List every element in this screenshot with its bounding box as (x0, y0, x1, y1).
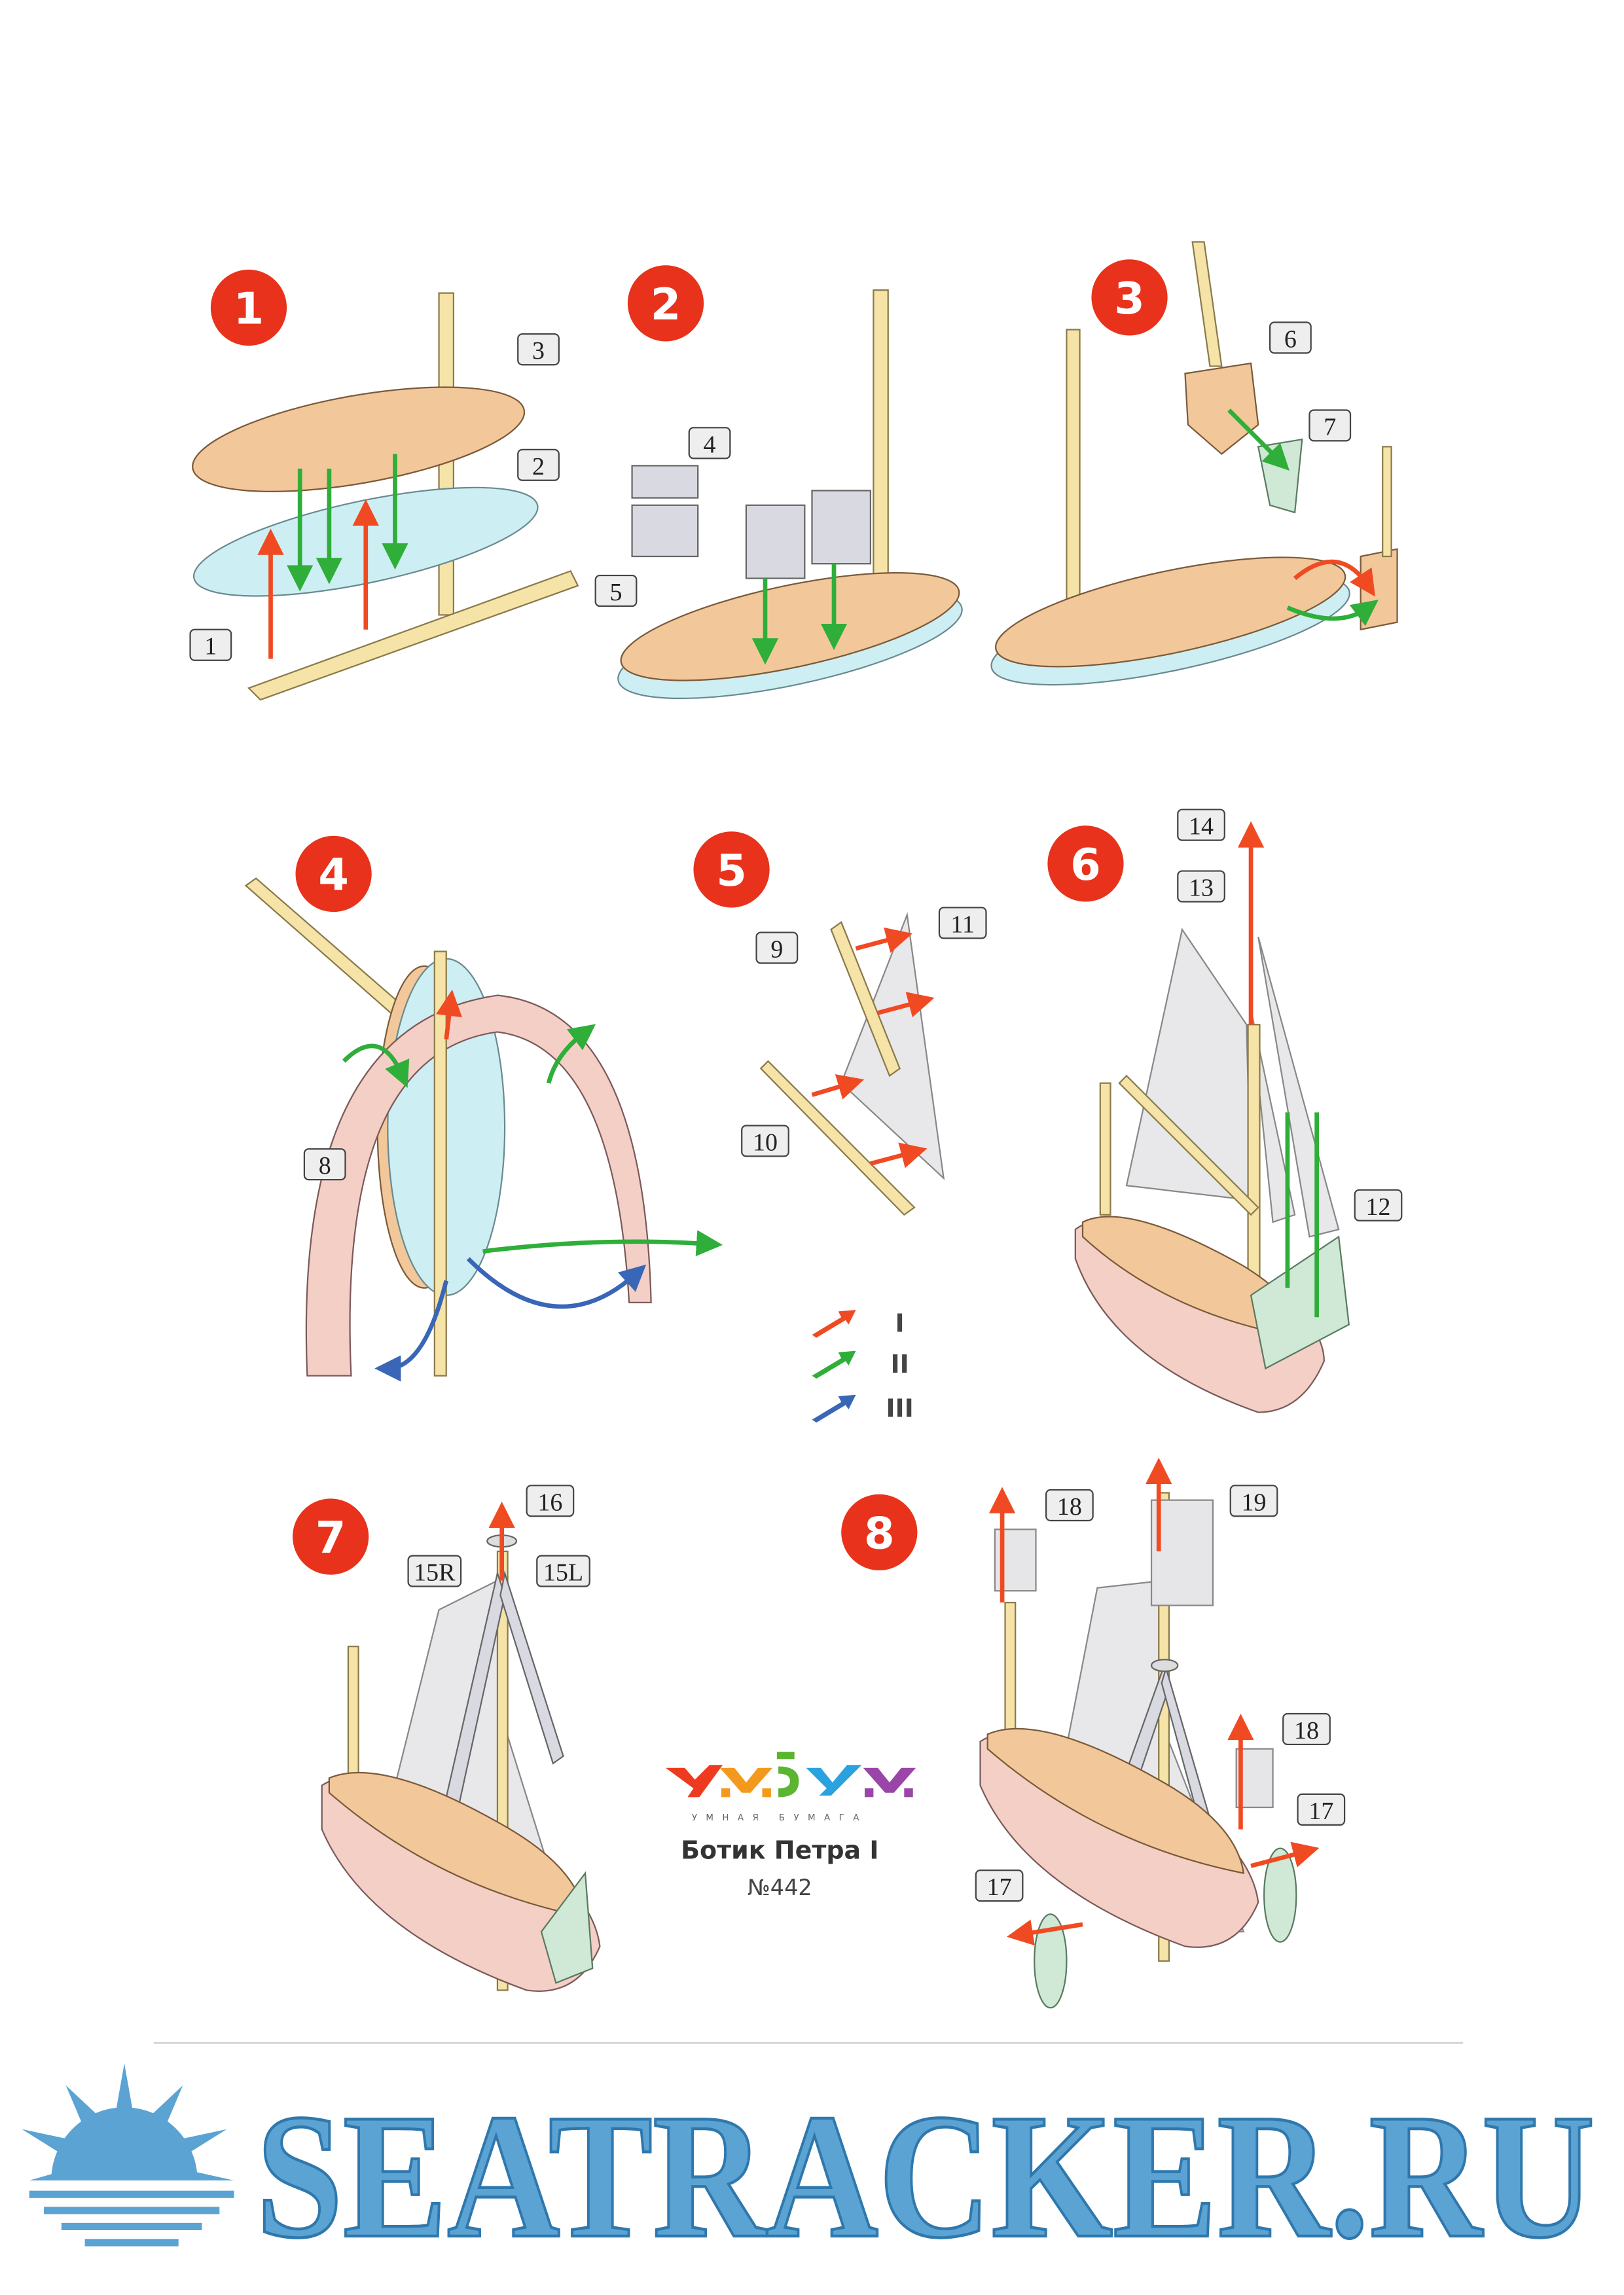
svg-text:1: 1 (204, 633, 217, 660)
part-label-7: 7 (1308, 409, 1352, 442)
svg-text:15R: 15R (414, 1559, 456, 1587)
step-2-illustration (617, 289, 963, 700)
legend-item-2: II (812, 1350, 909, 1379)
svg-text:17: 17 (987, 1873, 1012, 1901)
svg-text:15L: 15L (543, 1559, 583, 1587)
part-label-13: 13 (1177, 870, 1225, 903)
step-number: 3 (1114, 273, 1145, 324)
svg-text:11: 11 (950, 911, 975, 938)
step-badge (295, 835, 372, 913)
svg-text:5: 5 (609, 579, 622, 606)
legend-item-1: I (812, 1309, 905, 1338)
part-label-18b: 18 (1282, 1712, 1331, 1746)
part-label-3: 3 (517, 333, 560, 366)
part-label-16: 16 (526, 1485, 575, 1517)
watermark-text: SEATRACKER.RU (256, 2077, 1595, 2275)
step-5-illustration (759, 912, 945, 1216)
logo-tagline: УМНАЯ БУМАГА (692, 1813, 868, 1823)
part-label-14: 14 (1177, 808, 1225, 841)
step-1-illustration (192, 292, 579, 701)
step-number: 4 (318, 850, 349, 901)
svg-text:12: 12 (1366, 1193, 1391, 1221)
product-number: №442 (748, 1875, 812, 1900)
step-5: 5 9 11 10 (693, 831, 987, 1216)
umbum-logo: УМНАЯ БУМАГА (665, 1752, 916, 1823)
step-badge (293, 1498, 369, 1575)
part-label-11: 11 (938, 907, 987, 939)
step-8-illustration (979, 1457, 1320, 2009)
part-label-12: 12 (1354, 1189, 1403, 1221)
step-badge (693, 831, 770, 908)
step-4-illustration (244, 877, 723, 1382)
svg-text:8: 8 (319, 1152, 331, 1180)
step-6-illustration (1074, 821, 1350, 1413)
blue-arrow-icon (812, 1394, 856, 1423)
svg-text:16: 16 (537, 1489, 562, 1516)
part-label-8: 8 (303, 1148, 346, 1181)
svg-text:10: 10 (753, 1129, 778, 1156)
svg-text:I: I (895, 1309, 905, 1338)
seatracker-sun-icon (22, 2063, 234, 2247)
step-number: 8 (864, 1508, 895, 1559)
step-number: 5 (716, 845, 747, 896)
step-number: 6 (1070, 839, 1101, 890)
arrow-order-legend: I II III (812, 1309, 914, 1422)
part-label-5: 5 (594, 574, 638, 607)
step-badge (210, 269, 287, 346)
svg-text:3: 3 (532, 337, 545, 365)
step-1: 1 3 2 1 (189, 269, 579, 701)
svg-text:6: 6 (1284, 325, 1297, 353)
step-3-illustration (990, 241, 1398, 686)
part-label-17a: 17 (1297, 1793, 1346, 1826)
step-6: 6 14 13 12 (1047, 808, 1403, 1413)
part-label-17b: 17 (975, 1870, 1024, 1902)
step-badge (1091, 259, 1168, 336)
step-7: 7 16 15R 15L (293, 1485, 601, 1992)
svg-text:18: 18 (1294, 1717, 1319, 1744)
part-label-2: 2 (517, 448, 560, 481)
green-arrow-icon (812, 1350, 856, 1379)
step-7-illustration (321, 1501, 601, 1992)
svg-text:2: 2 (532, 453, 545, 480)
svg-text:9: 9 (770, 935, 783, 963)
svg-text:14: 14 (1189, 813, 1214, 840)
step-badge (1047, 825, 1124, 902)
step-4: 4 8 (244, 835, 723, 1382)
step-8: 8 18 19 18 17 17 (841, 1457, 1346, 2009)
step-badge (841, 1494, 918, 1570)
svg-text:17: 17 (1308, 1798, 1333, 1825)
part-label-15r: 15R (407, 1555, 462, 1587)
step-2: 2 4 5 (594, 265, 963, 700)
svg-text:13: 13 (1189, 875, 1214, 902)
step-badge (627, 265, 704, 342)
step-number: 1 (234, 283, 264, 334)
part-label-4: 4 (688, 427, 731, 460)
legend-item-3: III (812, 1394, 914, 1422)
svg-text:18: 18 (1057, 1493, 1082, 1521)
step-number: 7 (316, 1512, 346, 1563)
red-arrow-icon (812, 1310, 856, 1338)
step-3: 3 6 7 (990, 241, 1398, 686)
svg-text:II: II (890, 1350, 909, 1379)
svg-text:19: 19 (1242, 1489, 1267, 1516)
part-label-1: 1 (189, 628, 232, 661)
svg-text:4: 4 (704, 431, 716, 458)
step-number: 2 (651, 279, 681, 330)
part-label-9: 9 (755, 931, 799, 964)
part-label-18a: 18 (1045, 1489, 1094, 1522)
part-label-6: 6 (1269, 321, 1312, 354)
part-label-19: 19 (1229, 1485, 1278, 1517)
svg-text:7: 7 (1324, 413, 1336, 441)
part-label-15l: 15L (536, 1555, 590, 1587)
svg-text:III: III (886, 1394, 913, 1422)
part-label-10: 10 (741, 1125, 789, 1157)
product-title: Ботик Петра I (681, 1835, 878, 1864)
